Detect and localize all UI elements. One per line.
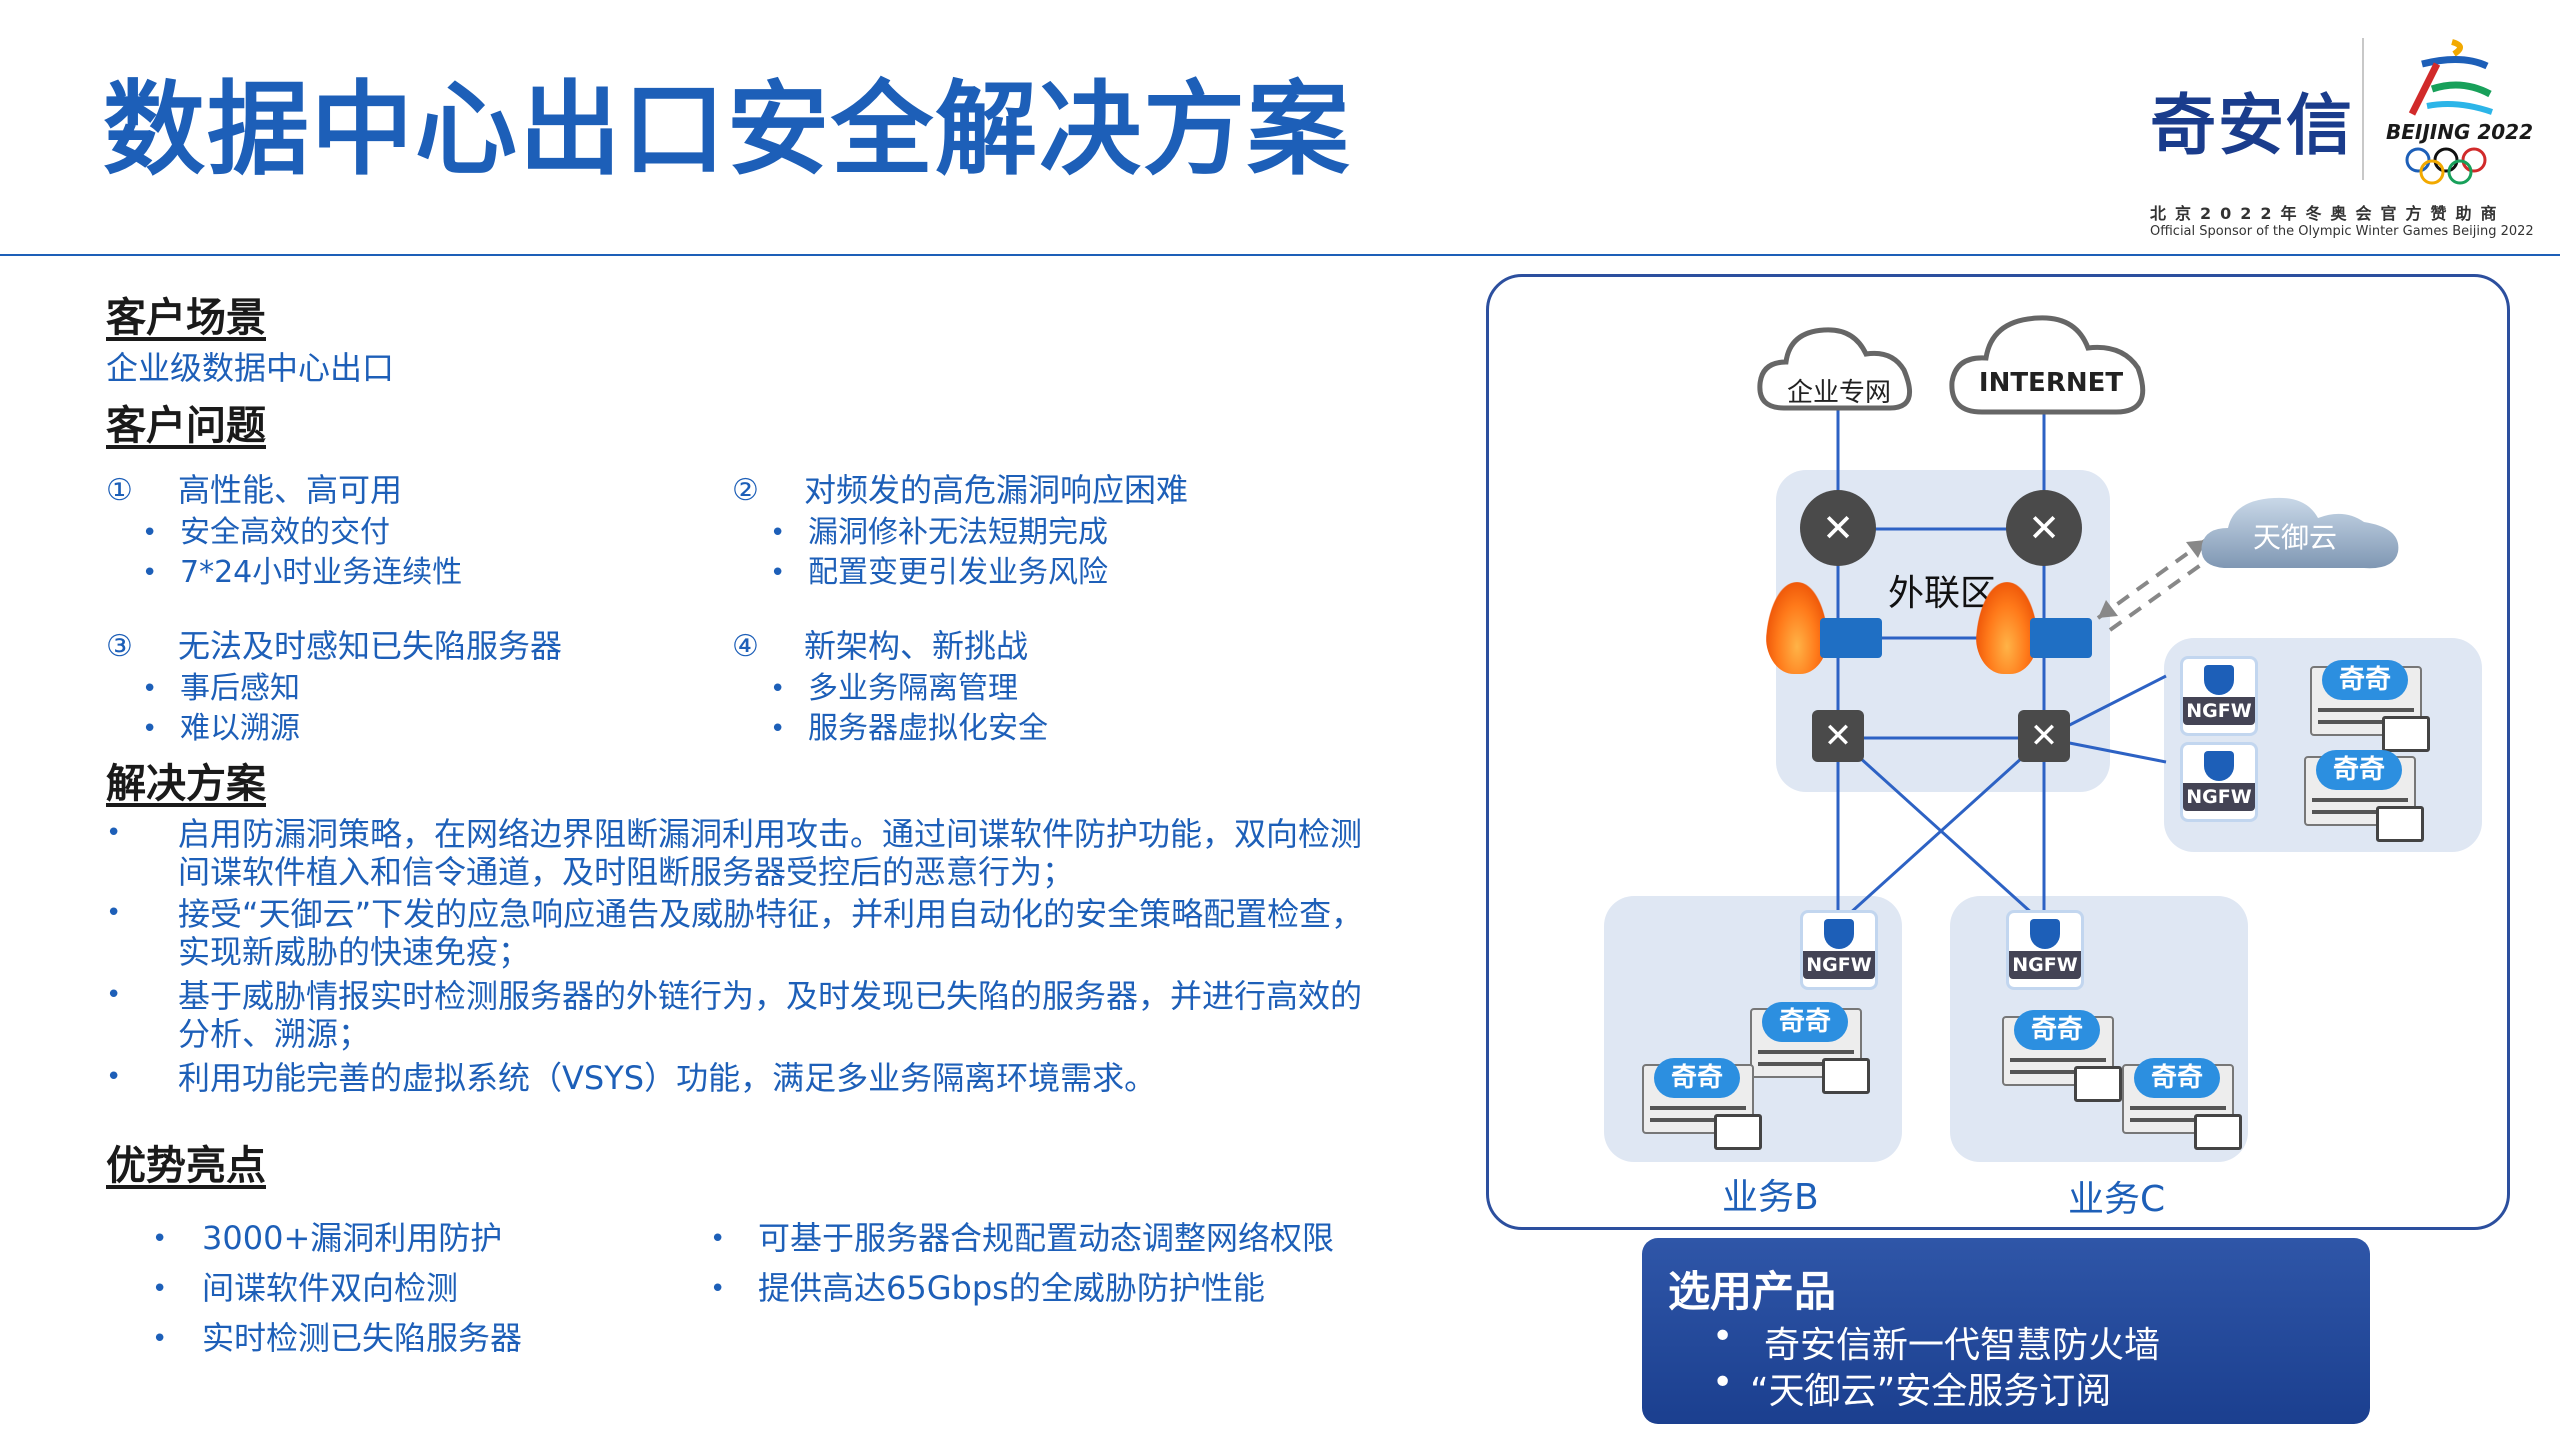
internet-cloud-icon (1949, 315, 2146, 415)
bullet-icon: • (106, 818, 122, 848)
advantages-heading: 优势亮点 (106, 1143, 266, 1189)
solution-line: 实现新威胁的快速免疫； (178, 933, 531, 971)
server-icon: 奇奇 (1642, 1058, 1762, 1150)
problem-title: 高性能、高可用 (178, 471, 403, 509)
bullet-icon: • (1712, 1316, 1734, 1357)
router-icon: ✕ (1800, 490, 1876, 566)
problem-sub: 漏洞修补无法短期完成 (808, 515, 1108, 550)
cloud-enterprise-label: 企业专网 (1786, 378, 1891, 408)
scenario-heading: 客户场景 (106, 295, 266, 341)
server-icon: 奇奇 (2122, 1058, 2242, 1150)
firewall-icon (2030, 618, 2092, 658)
beijing-2022-emblem (2408, 39, 2493, 116)
bullet-icon: • (710, 1274, 726, 1304)
firewall-icon (1820, 618, 1882, 658)
bullet-icon: • (142, 558, 158, 588)
problem-sub: 服务器虚拟化安全 (808, 711, 1048, 746)
company-logo: 奇安信 (2150, 86, 2354, 164)
cloud-tianyu-label: 天御云 (2252, 521, 2337, 554)
solution-line: 启用防漏洞策略，在网络边界阻断漏洞利用攻击。通过间谍软件防护功能，双向检测 (178, 815, 1363, 853)
page-title: 数据中心出口安全解决方案 (103, 71, 1351, 190)
logo-divider (2362, 38, 2364, 180)
problem-number: ④ (732, 629, 759, 664)
problem-sub: 安全高效的交付 (180, 515, 390, 550)
solution-line: 分析、溯源； (178, 1015, 371, 1053)
sponsor-cn: 北京2022年冬奥会官方赞助商 (2150, 204, 2506, 223)
problem-title: 无法及时感知已失陷服务器 (178, 627, 563, 665)
tianyu-cloud-icon (2201, 497, 2399, 569)
bullet-icon: • (106, 898, 122, 928)
flame-icon (1976, 582, 2038, 674)
ngfw-icon: NGFW (1800, 910, 1878, 990)
bullet-icon: • (142, 674, 158, 704)
advantage-item: 实时检测已失陷服务器 (202, 1319, 523, 1357)
zone-b-label: 业务B (1722, 1177, 1819, 1218)
bullet-icon: • (710, 1224, 726, 1254)
flame-icon (1766, 582, 1828, 674)
ngfw-icon: NGFW (2006, 910, 2084, 990)
products-heading: 选用产品 (1668, 1267, 1837, 1316)
solution-heading: 解决方案 (106, 761, 266, 807)
ngfw-icon: NGFW (2180, 656, 2258, 736)
problem-title: 新架构、新挑战 (804, 627, 1029, 665)
advantage-item: 3000+漏洞利用防护 (202, 1219, 503, 1257)
olympic-text: BEIJING 2022 (2386, 120, 2534, 144)
server-icon: 奇奇 (1750, 1002, 1870, 1094)
bullet-icon: • (152, 1274, 168, 1304)
server-icon: 奇奇 (2304, 750, 2424, 842)
router-icon: ✕ (2006, 490, 2082, 566)
bullet-icon: • (770, 558, 786, 588)
bullet-icon: • (142, 518, 158, 548)
bullet-icon: • (142, 714, 158, 744)
switch-icon: ✕ (1812, 710, 1864, 762)
bullet-icon: • (770, 674, 786, 704)
bullet-icon: • (152, 1224, 168, 1254)
problem-title: 对频发的高危漏洞响应困难 (804, 471, 1189, 509)
bullet-icon: • (152, 1324, 168, 1354)
advantage-item: 提供高达65Gbps的全威胁防护性能 (758, 1269, 1265, 1307)
problem-number: ③ (106, 629, 133, 664)
scenario-text: 企业级数据中心出口 (106, 349, 395, 387)
switch-icon: ✕ (2018, 710, 2070, 762)
solution-line: 间谍软件植入和信令通道，及时阻断服务器受控后的恶意行为； (178, 853, 1075, 891)
problem-sub: 7*24小时业务连续性 (180, 555, 463, 590)
server-icon: 奇奇 (2002, 1010, 2122, 1102)
problem-number: ① (106, 473, 133, 508)
zone-dmz-label: 外联区 (1888, 573, 1997, 614)
bullet-icon: • (1712, 1362, 1734, 1403)
problem-sub: 多业务隔离管理 (808, 671, 1018, 706)
bullet-icon: • (770, 714, 786, 744)
ngfw-icon: NGFW (2180, 742, 2258, 822)
advantage-item: 间谍软件双向检测 (202, 1269, 459, 1307)
cloud-internet-label: INTERNET (1978, 368, 2124, 398)
zone-c-label: 业务C (2068, 1179, 2166, 1220)
advantage-item: 可基于服务器合规配置动态调整网络权限 (758, 1219, 1335, 1257)
solution-line: 利用功能完善的虚拟系统（VSYS）功能，满足多业务隔离环境需求。 (178, 1059, 1157, 1097)
olympic-rings-icon (2405, 147, 2487, 185)
problem-sub: 事后感知 (180, 671, 300, 706)
problem-sub: 难以溯源 (180, 711, 300, 746)
solution-line: 接受“天御云”下发的应急响应通告及威胁特征，并利用自动化的安全策略配置检查， (178, 895, 1364, 933)
problems-heading: 客户问题 (106, 403, 266, 449)
bullet-icon: • (106, 980, 122, 1010)
enterprise-cloud-icon (1757, 327, 1913, 411)
sponsor-en: Official Sponsor of the Olympic Winter G… (2150, 224, 2534, 239)
product-item: 奇安信新一代智慧防火墙 (1764, 1325, 2161, 1366)
header-divider (0, 254, 2560, 256)
problem-number: ② (732, 473, 759, 508)
solution-line: 基于威胁情报实时检测服务器的外链行为，及时发现已失陷的服务器，并进行高效的 (178, 977, 1363, 1015)
problem-sub: 配置变更引发业务风险 (808, 555, 1108, 590)
bullet-icon: • (106, 1062, 122, 1092)
server-icon: 奇奇 (2310, 660, 2430, 752)
bullet-icon: • (770, 518, 786, 548)
product-item: “天御云”安全服务订阅 (1750, 1371, 2112, 1412)
selected-products-box: 选用产品 • 奇安信新一代智慧防火墙 • “天御云”安全服务订阅 (1642, 1238, 2370, 1424)
